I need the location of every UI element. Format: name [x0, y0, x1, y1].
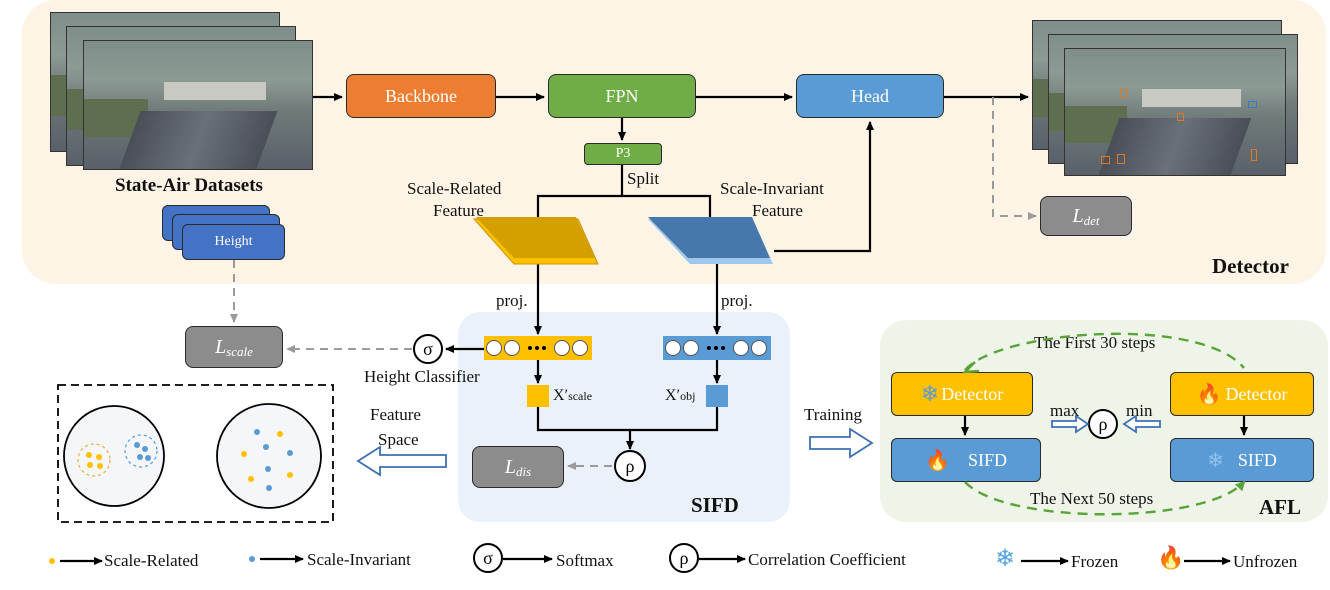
- legend-frozen: Frozen: [1071, 552, 1119, 571]
- proj-right-label: proj.: [721, 291, 753, 310]
- x-obj-symbol: X: [665, 387, 677, 404]
- scale-loss-label: L: [215, 335, 227, 358]
- input-image-front: [83, 40, 313, 170]
- p3-label: P3: [615, 146, 631, 161]
- det-loss-subscript: det: [1083, 213, 1100, 228]
- afl-detector-left-label: Detector: [941, 383, 1004, 404]
- afl-detector-right: 🔥Detector: [1170, 372, 1314, 416]
- snowflake-icon: ❄: [995, 546, 1016, 572]
- split-label: Split: [627, 169, 660, 188]
- afl-title: AFL: [1259, 495, 1301, 519]
- sigma-icon: σ: [423, 339, 433, 359]
- detection-box: [1120, 89, 1127, 97]
- p3-box: P3: [584, 143, 662, 165]
- output-image-front: [1064, 48, 1286, 176]
- afl-sifd-left: 🔥 SIFD: [891, 438, 1041, 482]
- height-card: Height: [182, 224, 285, 260]
- afl-detector-right-label: Detector: [1225, 383, 1288, 404]
- afl-first-steps: The First 30 steps: [1034, 333, 1156, 352]
- backbone-box: Backbone: [346, 74, 496, 118]
- dataset-label: State-Air Datasets: [115, 175, 263, 196]
- detection-box: [1177, 113, 1184, 121]
- x-scale-label: X′scale: [553, 388, 592, 404]
- x-scale-symbol: X: [553, 387, 565, 404]
- scale-related-label-2: Feature: [433, 201, 484, 220]
- head-box: Head: [796, 74, 944, 118]
- det-loss-label: L: [1072, 204, 1084, 227]
- legend-correlation: Correlation Coefficient: [748, 550, 906, 569]
- flame-icon: 🔥: [1157, 545, 1185, 570]
- training-label: Training: [804, 405, 862, 424]
- detection-box: [1117, 154, 1125, 164]
- scale-loss-subscript: scale: [226, 344, 253, 359]
- snowflake-icon: ❄: [1207, 449, 1224, 472]
- feature-space-label-1: Feature: [370, 405, 421, 424]
- legend-scale-invariant: Scale-Invariant: [307, 550, 411, 569]
- afl-detector-left: ❄Detector: [891, 372, 1033, 416]
- height-classifier-label: Height Classifier: [364, 367, 480, 386]
- flame-icon: 🔥: [925, 449, 950, 472]
- rho-icon: ρ: [680, 548, 689, 568]
- x-obj-square: [706, 385, 728, 407]
- afl-sifd-left-label: SIFD: [967, 449, 1007, 470]
- fpn-label: FPN: [605, 85, 639, 106]
- flame-icon: 🔥: [1196, 383, 1222, 406]
- height-label: Height: [214, 234, 253, 249]
- dis-loss-subscript: dis: [515, 464, 532, 479]
- x-obj-label: X′obj: [665, 388, 695, 404]
- sifd-title: SIFD: [691, 493, 739, 517]
- rho-icon: ρ: [1099, 414, 1108, 434]
- scale-invariant-label-1: Scale-Invariant: [720, 179, 824, 198]
- sigma-icon: σ: [483, 548, 493, 568]
- afl-max-label: max: [1050, 401, 1080, 420]
- x-obj-subscript: obj: [680, 389, 696, 403]
- legend-unfrozen: Unfrozen: [1233, 552, 1298, 571]
- dis-loss-label: L: [504, 455, 516, 478]
- fpn-box: FPN: [548, 74, 696, 118]
- afl-next-steps: The Next 50 steps: [1030, 489, 1154, 508]
- detection-box: [1251, 149, 1257, 161]
- legend-softmax: Softmax: [556, 551, 614, 570]
- afl-sifd-right-label: SIFD: [1237, 449, 1277, 470]
- afl-min-label: min: [1126, 401, 1153, 420]
- x-scale-square: [527, 385, 549, 407]
- x-scale-subscript: scale: [568, 389, 593, 403]
- scale-related-label-1: Scale-Related: [407, 179, 502, 198]
- x-scale-prime: ′: [564, 387, 569, 404]
- scale-invariant-label-2: Feature: [752, 201, 803, 220]
- feature-space-label-2: Space: [378, 430, 419, 449]
- snowflake-icon: ❄: [920, 381, 940, 406]
- head-label: Head: [851, 85, 889, 106]
- proj-left-label: proj.: [496, 291, 528, 310]
- legend-scale-related: Scale-Related: [104, 551, 199, 570]
- detection-box: [1248, 101, 1257, 108]
- detector-title: Detector: [1212, 254, 1289, 278]
- x-obj-prime: ′: [676, 387, 681, 404]
- detection-box: [1101, 156, 1110, 164]
- backbone-label: Backbone: [385, 85, 457, 106]
- rho-icon: ρ: [626, 456, 635, 476]
